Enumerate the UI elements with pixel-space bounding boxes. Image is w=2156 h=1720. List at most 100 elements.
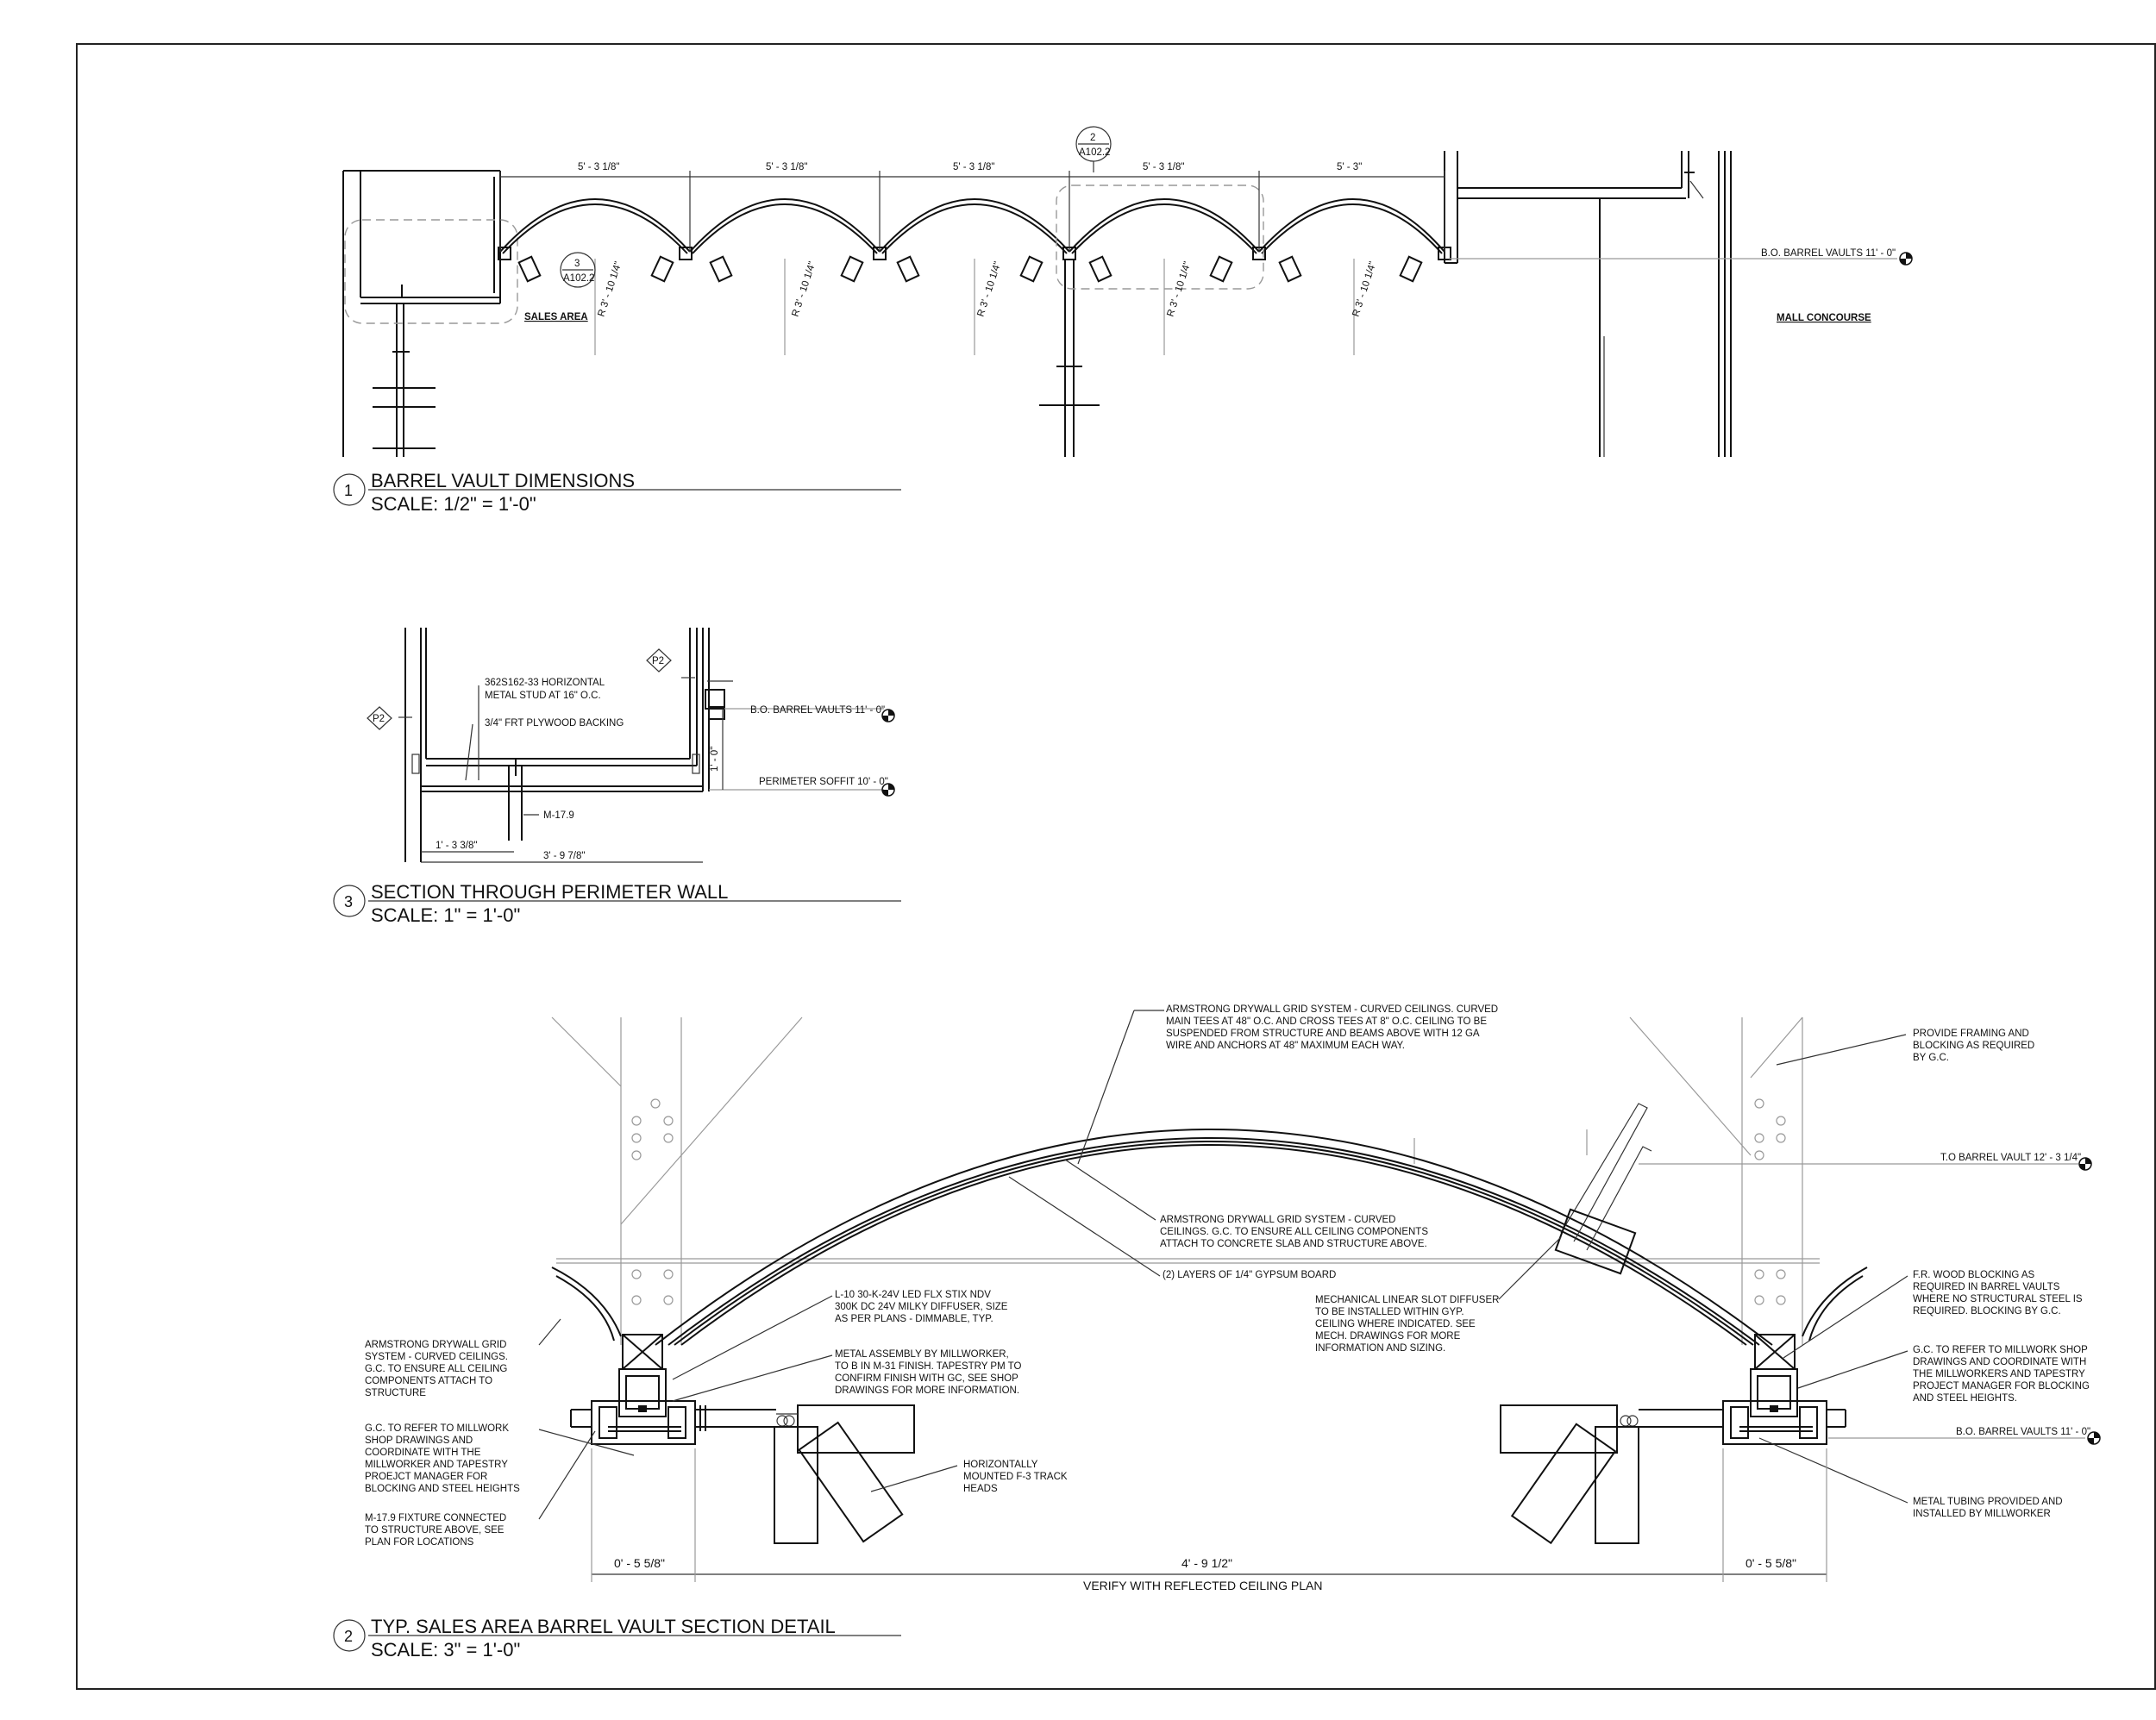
right-node-assembly <box>1639 1334 1846 1445</box>
callout-top-ref: A102.2 <box>1079 147 1110 158</box>
note-m17-3: PLAN FOR LOCATIONS <box>365 1537 474 1548</box>
section-callout-side: 3 A102.2 <box>560 252 596 288</box>
note-led-2: 300K DC 24V MILKY DIFFUSER, SIZE <box>835 1302 1008 1312</box>
detail-2-number: 2 <box>344 1628 353 1645</box>
note-gc-right-4: PROJECT MANAGER FOR BLOCKING <box>1913 1381 2090 1392</box>
note-gc-left-5: PROEJCT MANAGER FOR <box>365 1472 487 1482</box>
note-track-1: HORIZONTALLY <box>963 1460 1038 1470</box>
elev-bottom-label: B.O. BARREL VAULTS 11' - 0" <box>1956 1427 2090 1437</box>
note-gc-right-1: G.C. TO REFER TO MILLWORK SHOP <box>1913 1345 2088 1355</box>
note-diffuser-5: INFORMATION AND SIZING. <box>1315 1343 1445 1354</box>
sales-area-label: SALES AREA <box>524 312 588 322</box>
note-m17-1: M-17.9 FIXTURE CONNECTED <box>365 1513 506 1523</box>
note-grid-top-1: ARMSTRONG DRYWALL GRID SYSTEM - CURVED C… <box>1166 1004 1498 1015</box>
dim-4: 5' - 3 1/8" <box>1143 162 1184 172</box>
dim-2: 5' - 3 1/8" <box>766 162 807 172</box>
note-gc-right-5: AND STEEL HEIGHTS. <box>1913 1393 2017 1404</box>
note-grid-top-4: WIRE AND ANCHORS AT 48" MAXIMUM EACH WAY… <box>1166 1041 1405 1051</box>
detail-3-title: 3 SECTION THROUGH PERIMETER WALL SCALE: … <box>333 881 901 926</box>
note-gc-left-1: G.C. TO REFER TO MILLWORK <box>365 1423 509 1434</box>
perimeter-wall-linework <box>398 628 733 862</box>
radius-label-3: R 3' - 10 1/4" <box>975 260 1003 318</box>
dim-left: 0' - 5 5/8" <box>614 1556 665 1570</box>
mall-concourse-label: MALL CONCOURSE <box>1777 313 1871 323</box>
note-grid-top-3: SUSPENDED FROM STRUCTURE AND BEAMS ABOVE… <box>1166 1029 1480 1039</box>
detail-1-number: 1 <box>344 482 353 499</box>
tag-p2-left-text: P2 <box>373 714 385 724</box>
detail-3-number: 3 <box>344 893 353 910</box>
note-gypsum: (2) LAYERS OF 1/4" GYPSUM BOARD <box>1163 1270 1336 1280</box>
detail-2-scale: SCALE: 3" = 1'-0" <box>371 1639 520 1661</box>
dim-vertical: 1' - 0" <box>710 747 720 772</box>
note-gc-right-2: DRAWINGS AND COORDINATE WITH <box>1913 1357 2086 1367</box>
callout-side-number: 3 <box>574 259 580 269</box>
note-grid-left-3: G.C. TO ENSURE ALL CEILING <box>365 1364 507 1374</box>
background-structure <box>551 1016 1820 1345</box>
note-diffuser-2: TO BE INSTALLED WITHIN GYP. <box>1315 1307 1464 1317</box>
left-node-assembly <box>570 1334 776 1445</box>
radius-leaders: R 3' - 10 1/4" R 3' - 10 1/4" R 3' - 10 … <box>594 259 1378 355</box>
note-framing-3: BY G.C. <box>1913 1053 1949 1063</box>
note-grid-left-1: ARMSTRONG DRYWALL GRID <box>365 1340 506 1350</box>
note-gc-left-6: BLOCKING AND STEEL HEIGHTS <box>365 1484 520 1494</box>
vault-arch <box>551 1103 1868 1346</box>
note-track-2: MOUNTED F-3 TRACK <box>963 1472 1068 1482</box>
note-fr-4: REQUIRED. BLOCKING BY G.C. <box>1913 1306 2061 1317</box>
dim-5: 5' - 3" <box>1337 162 1362 172</box>
note-led-1: L-10 30-K-24V LED FLX STIX NDV <box>835 1290 991 1300</box>
note-grid-mid-3: ATTACH TO CONCRETE SLAB AND STRUCTURE AB… <box>1160 1239 1427 1249</box>
detail-1-barrel-vault-dimensions: R 3' - 10 1/4" R 3' - 10 1/4" R 3' - 10 … <box>333 126 1913 515</box>
note-gc-left-3: COORDINATE WITH THE <box>365 1448 481 1458</box>
note-diffuser-1: MECHANICAL LINEAR SLOT DIFFUSER <box>1315 1295 1499 1305</box>
elevation-label: B.O. BARREL VAULTS 11' - 0" <box>1761 248 1896 259</box>
bottom-dimension-string: 0' - 5 5/8" 4' - 9 1/2" 0' - 5 5/8" VERI… <box>591 1448 1827 1592</box>
dimension-string: 5' - 3 1/8" 5' - 3 1/8" 5' - 3 1/8" 5' -… <box>499 162 1445 252</box>
note-fr-2: REQUIRED IN BARREL VAULTS <box>1913 1282 2060 1292</box>
note-tubing-1: METAL TUBING PROVIDED AND <box>1913 1497 2063 1507</box>
elev-soffit-label: PERIMETER SOFFIT 10' - 0" <box>759 777 888 787</box>
note-track-3: HEADS <box>963 1484 998 1494</box>
note-diffuser-4: MECH. DRAWINGS FOR MORE <box>1315 1331 1461 1342</box>
right-track-heads <box>1500 1404 1639 1545</box>
detail-1-scale: SCALE: 1/2" = 1'-0" <box>371 493 536 515</box>
callout-top-number: 2 <box>1090 133 1095 143</box>
left-track-heads <box>774 1404 915 1544</box>
tag-p2-right-text: P2 <box>652 656 664 666</box>
note-tubing-2: INSTALLED BY MILLWORKER <box>1913 1509 2051 1519</box>
note-gc-left-2: SHOP DRAWINGS AND <box>365 1435 473 1446</box>
dim-b: 3' - 9 7/8" <box>543 851 585 861</box>
left-structure <box>342 170 518 457</box>
dim-3: 5' - 3 1/8" <box>953 162 994 172</box>
radius-label-2: R 3' - 10 1/4" <box>790 260 818 318</box>
note-m17-2: TO STRUCTURE ABOVE, SEE <box>365 1525 505 1535</box>
detail-3-title-text: SECTION THROUGH PERIMETER WALL <box>371 881 728 903</box>
section-callout-top: 2 A102.2 <box>1075 126 1112 172</box>
tag-p2-left: P2 <box>367 706 392 730</box>
detail-1-title-text: BARREL VAULT DIMENSIONS <box>371 470 635 491</box>
note-led-3: AS PER PLANS - DIMMABLE, TYP. <box>835 1314 993 1324</box>
note-grid-left-2: SYSTEM - CURVED CEILINGS. <box>365 1352 508 1362</box>
dim-mid: 4' - 9 1/2" <box>1181 1556 1232 1570</box>
detail-2-title: 2 TYP. SALES AREA BARREL VAULT SECTION D… <box>333 1616 901 1661</box>
sheet-border <box>76 43 2156 1690</box>
detail-3-scale: SCALE: 1" = 1'-0" <box>371 904 520 926</box>
verify-note: VERIFY WITH REFLECTED CEILING PLAN <box>1083 1579 1322 1592</box>
note-stud-line-2: METAL STUD AT 16" O.C. <box>485 691 601 701</box>
note-grid-mid-1: ARMSTRONG DRYWALL GRID SYSTEM - CURVED <box>1160 1215 1395 1225</box>
annotations: ARMSTRONG DRYWALL GRID SYSTEM - CURVED C… <box>365 1004 2101 1548</box>
dim-1: 5' - 3 1/8" <box>578 162 619 172</box>
elev-vault-label: B.O. BARREL VAULTS 11' - 0" <box>750 705 885 716</box>
note-fr-1: F.R. WOOD BLOCKING AS <box>1913 1270 2035 1280</box>
elevation-marker-1: B.O. BARREL VAULTS 11' - 0" <box>1449 248 1913 266</box>
note-fixture: M-17.9 <box>543 810 574 821</box>
dim-a: 1' - 3 3/8" <box>436 841 477 851</box>
tag-p2-right: P2 <box>646 648 672 672</box>
radius-label-5: R 3' - 10 1/4" <box>1351 260 1378 318</box>
callout-side-ref: A102.2 <box>563 273 594 284</box>
note-fr-3: WHERE NO STRUCTURAL STEEL IS <box>1913 1294 2083 1304</box>
note-stud-line-1: 362S162-33 HORIZONTAL <box>485 678 605 688</box>
note-metal-3: CONFIRM FINISH WITH GC, SEE SHOP <box>835 1373 1018 1384</box>
note-grid-top-2: MAIN TEES AT 48" O.C. AND CROSS TEES AT … <box>1166 1016 1487 1027</box>
